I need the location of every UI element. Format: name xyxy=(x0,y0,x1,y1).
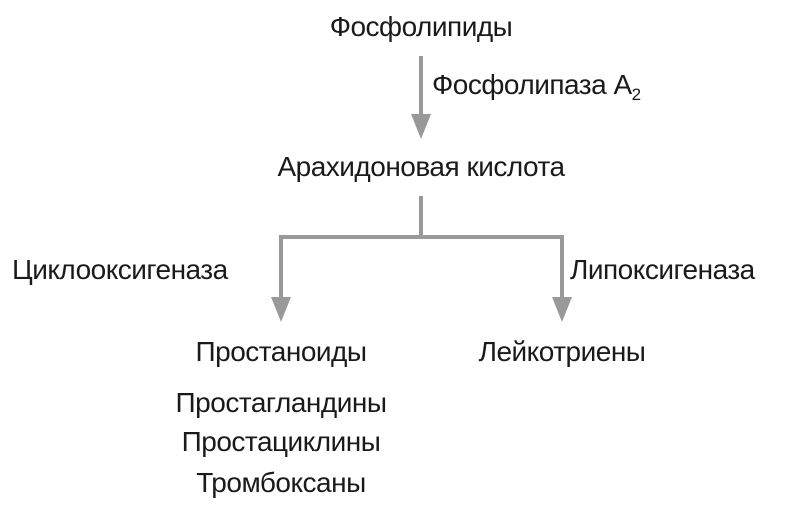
node-leukotrienes: Лейкотриены xyxy=(478,336,646,367)
prostanoid-prostacyclins: Простациклины xyxy=(181,426,381,457)
enzyme-cyclooxygenase: Циклооксигеназа xyxy=(12,254,228,285)
node-prostanoids: Простаноиды xyxy=(195,336,368,367)
prostanoid-thromboxanes: Тромбоксаны xyxy=(196,467,366,498)
arrowhead-cox xyxy=(271,297,291,322)
node-arachidonic-acid: Арахидоновая кислота xyxy=(277,151,565,182)
node-phospholipids: Фосфолипиды xyxy=(329,11,513,42)
enzyme-phospholipase-a2: Фосфолипаза A2 xyxy=(432,68,641,104)
enzyme-lipoxygenase: Липоксигеназа xyxy=(570,254,755,285)
enzyme-label: Фосфолипаза A xyxy=(432,69,632,100)
enzyme-subscript: 2 xyxy=(631,85,641,104)
arrowhead-phospholipase xyxy=(411,114,431,139)
arrowhead-lox xyxy=(552,297,572,322)
prostanoid-prostaglandins: Простагландины xyxy=(175,387,387,418)
